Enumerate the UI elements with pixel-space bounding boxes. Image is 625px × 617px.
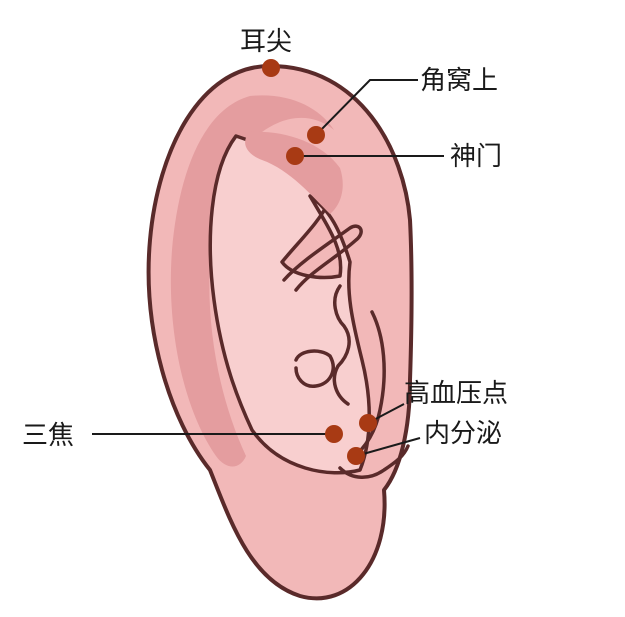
acupoint-markers	[262, 59, 377, 465]
intertragic-notch	[338, 444, 410, 479]
label-sanjiao: 三焦	[22, 421, 74, 451]
point-endocrine[interactable]	[347, 447, 365, 465]
tragus	[350, 310, 386, 460]
point-triangular-fossa-upper[interactable]	[307, 126, 325, 144]
label-blood-pressure: 高血压点	[404, 379, 508, 409]
label-ear-apex: 耳尖	[240, 27, 292, 57]
point-shenmen[interactable]	[286, 147, 304, 165]
point-sanjiao[interactable]	[325, 425, 343, 443]
helix-shadow	[170, 95, 334, 467]
antihelix	[208, 134, 372, 475]
concha-wave	[332, 284, 351, 406]
acupoint-labels: 耳尖 角窝上 神门 高血压点 内分泌 三焦	[22, 27, 508, 451]
helix-crus	[282, 224, 363, 292]
label-endocrine: 内分泌	[424, 419, 502, 449]
point-ear-apex[interactable]	[262, 59, 280, 77]
leader-line-endocrine	[355, 437, 421, 457]
leader-line-triangular-fossa-upper	[315, 79, 418, 136]
point-blood-pressure[interactable]	[359, 414, 377, 432]
triangular-fossa	[245, 131, 343, 214]
label-triangular-fossa-upper: 角窝上	[420, 66, 498, 96]
concha-curl	[294, 349, 335, 388]
label-shenmen: 神门	[450, 142, 502, 172]
